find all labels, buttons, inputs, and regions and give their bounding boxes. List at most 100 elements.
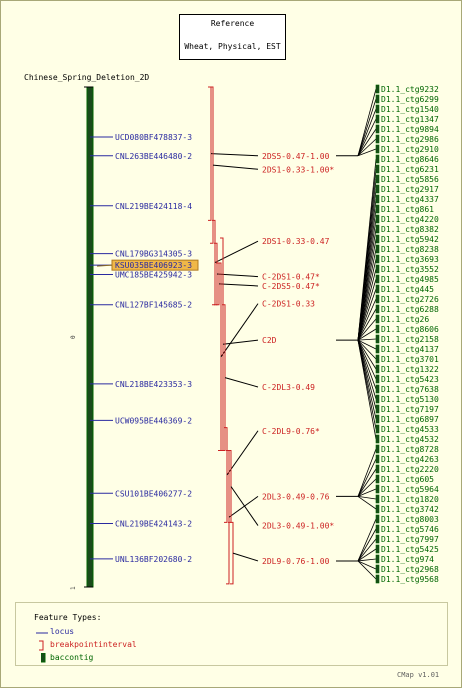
- contig-label[interactable]: D1.1_ctg9232: [381, 85, 439, 94]
- contig-label[interactable]: D1.1_ctg5425: [381, 545, 439, 554]
- contig-label[interactable]: D1.1_ctg4220: [381, 215, 439, 224]
- locus-label[interactable]: CNL219BE424143-2: [115, 519, 192, 528]
- contig-label[interactable]: D1.1_ctg1820: [381, 495, 439, 504]
- contig-label[interactable]: D1.1_ctg6897: [381, 415, 439, 424]
- contig-label[interactable]: D1.1_ctg5856: [381, 175, 439, 184]
- interval-bracket[interactable]: [224, 427, 228, 523]
- contig-label[interactable]: D1.1_ctg1540: [381, 105, 439, 114]
- contig-label[interactable]: D1.1_ctg9894: [381, 125, 439, 134]
- contig-label[interactable]: D1.1_ctg8606: [381, 325, 439, 334]
- correspondence-line: [357, 288, 377, 341]
- locus-label[interactable]: CNL219BE424118-4: [115, 202, 192, 211]
- contig-marker: [375, 144, 380, 154]
- contig-label[interactable]: D1.1_ctg4532: [381, 435, 439, 444]
- chromosome-bar[interactable]: [86, 86, 94, 588]
- contig-label[interactable]: D1.1_ctg5423: [381, 375, 439, 384]
- locus-label[interactable]: CSU101BE406277-2: [115, 489, 192, 498]
- interval-label[interactable]: C-2DL3-0.49: [262, 383, 315, 392]
- interval-label[interactable]: 2DL3-0.49-1.00*: [262, 522, 334, 531]
- interval-label[interactable]: 2DL3-0.49-0.76: [262, 492, 330, 501]
- contig-marker: [375, 314, 380, 324]
- contig-label[interactable]: D1.1_ctg5130: [381, 395, 439, 404]
- correspondence-line: [357, 258, 377, 341]
- contig-label[interactable]: D1.1_ctg4985: [381, 275, 439, 284]
- contig-label[interactable]: D1.1_ctg6288: [381, 305, 439, 314]
- interval-label[interactable]: C-2DS1-0.33: [262, 300, 315, 309]
- contig-label[interactable]: D1.1_ctg605: [381, 475, 434, 484]
- contig-marker: [375, 574, 380, 584]
- contig-label[interactable]: D1.1_ctg2910: [381, 145, 439, 154]
- contig-label[interactable]: D1.1_ctg5746: [381, 525, 439, 534]
- contig-label[interactable]: D1.1_ctg26: [381, 315, 429, 324]
- contig-label[interactable]: D1.1_ctg3701: [381, 355, 439, 364]
- locus-label[interactable]: KSU035BE406923-3: [115, 261, 192, 270]
- contig-label[interactable]: D1.1_ctg2158: [381, 335, 439, 344]
- contig-label[interactable]: D1.1_ctg6299: [381, 95, 439, 104]
- interval-label[interactable]: C2D: [262, 336, 277, 345]
- contig-label[interactable]: D1.1_ctg445: [381, 285, 434, 294]
- contig-label[interactable]: D1.1_ctg3742: [381, 505, 439, 514]
- locus-label[interactable]: UNL136BF202680-2: [115, 555, 192, 564]
- correspondence-line: [357, 488, 377, 497]
- contig-label[interactable]: D1.1_ctg2968: [381, 565, 439, 574]
- contig-marker: [375, 344, 380, 354]
- interval-leader: [210, 153, 259, 157]
- correspondence-line: [357, 339, 377, 360]
- contig-label[interactable]: D1.1_ctg1322: [381, 365, 439, 374]
- locus-label[interactable]: CNL179BG314305-3: [115, 250, 192, 259]
- contig-label[interactable]: D1.1_ctg4337: [381, 195, 439, 204]
- contig-label[interactable]: D1.1_ctg5964: [381, 485, 439, 494]
- correspondence-line: [357, 478, 377, 497]
- interval-bracket[interactable]: [212, 219, 216, 306]
- interval-label[interactable]: 2DS1-0.33-1.00*: [262, 165, 334, 174]
- locus-label[interactable]: UCW095BE446369-2: [115, 416, 192, 425]
- contig-label[interactable]: D1.1_ctg974: [381, 555, 434, 564]
- locus-label[interactable]: UMC185BE425942-3: [115, 271, 192, 280]
- correspondence-line: [357, 560, 377, 570]
- reference-box[interactable]: Reference Wheat, Physical, EST: [179, 14, 286, 60]
- contig-label[interactable]: D1.1_ctg2220: [381, 465, 439, 474]
- contig-label[interactable]: D1.1_ctg8646: [381, 155, 439, 164]
- contig-label[interactable]: D1.1_ctg4137: [381, 345, 439, 354]
- contig-label[interactable]: D1.1_ctg4263: [381, 455, 439, 464]
- contig-label[interactable]: D1.1_ctg8003: [381, 515, 439, 524]
- interval-bracket[interactable]: [208, 86, 212, 221]
- interval-label[interactable]: 2DL9-0.76-1.00: [262, 557, 330, 566]
- interval-label[interactable]: C-2DS1-0.47*: [262, 273, 320, 282]
- correspondence-line: [357, 318, 377, 341]
- contig-label[interactable]: D1.1_ctg1347: [381, 115, 439, 124]
- contig-marker: [375, 564, 380, 574]
- locus-label[interactable]: CNL218BE423353-3: [115, 380, 192, 389]
- locus-label[interactable]: UCD080BF478837-3: [115, 133, 192, 142]
- interval-label[interactable]: 2DS1-0.33-0.47: [262, 237, 330, 246]
- contig-label[interactable]: D1.1_ctg4533: [381, 425, 439, 434]
- interval-label[interactable]: C-2DS5-0.47*: [262, 282, 320, 291]
- contig-label[interactable]: D1.1_ctg8382: [381, 225, 439, 234]
- interval-label[interactable]: C-2DL9-0.76*: [262, 427, 320, 436]
- contig-label[interactable]: D1.1_ctg3552: [381, 265, 439, 274]
- contig-label[interactable]: D1.1_ctg2986: [381, 135, 439, 144]
- locus-label[interactable]: CNL263BE446480-2: [115, 152, 192, 161]
- interval-label[interactable]: 2DS5-0.47-1.00: [262, 152, 330, 161]
- contig-marker: [375, 364, 380, 374]
- contig-label[interactable]: D1.1_ctg6231: [381, 165, 439, 174]
- contig-label[interactable]: D1.1_ctg861: [381, 205, 434, 214]
- bar-icon: [41, 653, 46, 663]
- contig-label[interactable]: D1.1_ctg2917: [381, 185, 439, 194]
- contig-marker: [375, 374, 380, 384]
- contig-label[interactable]: D1.1_ctg8728: [381, 445, 439, 454]
- locus-label[interactable]: CNL127BF145685-2: [115, 301, 192, 310]
- contig-label[interactable]: D1.1_ctg8238: [381, 245, 439, 254]
- contig-label[interactable]: D1.1_ctg2726: [381, 295, 439, 304]
- contig-label[interactable]: D1.1_ctg9568: [381, 575, 439, 584]
- contig-label[interactable]: D1.1_ctg5942: [381, 235, 439, 244]
- contig-label[interactable]: D1.1_ctg7197: [381, 405, 439, 414]
- highlight-pointer: [96, 264, 113, 267]
- correspondence-line: [357, 138, 377, 157]
- contig-label[interactable]: D1.1_ctg7638: [381, 385, 439, 394]
- contig-label[interactable]: D1.1_ctg3693: [381, 255, 439, 264]
- map-title[interactable]: Chinese_Spring_Deletion_2D: [24, 73, 149, 82]
- correspondence-line: [357, 148, 377, 157]
- interval-bracket[interactable]: [230, 521, 234, 585]
- contig-label[interactable]: D1.1_ctg7997: [381, 535, 439, 544]
